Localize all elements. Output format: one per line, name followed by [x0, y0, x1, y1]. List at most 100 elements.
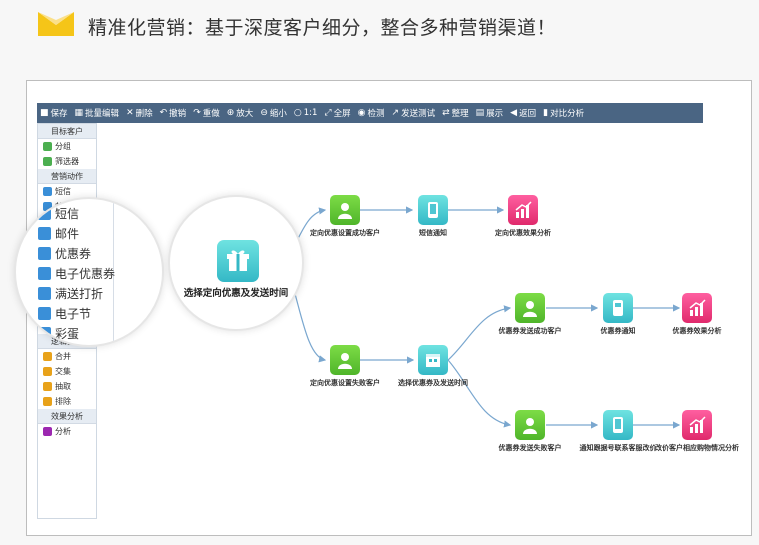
toolbar-button-4[interactable]: ↷重做 — [193, 107, 220, 119]
shuffle-icon: ⇄ — [442, 108, 450, 118]
flow-node-n2[interactable] — [418, 195, 448, 225]
toolbar-button-label: 批量编辑 — [85, 109, 120, 119]
send-icon: ↗ — [391, 108, 400, 118]
toolbar-button-9[interactable]: ◉检测 — [358, 107, 385, 119]
document-icon: ▤ — [475, 108, 485, 118]
flow-node-n9[interactable] — [515, 410, 545, 440]
redo-icon: ↷ — [193, 108, 201, 118]
toolbar-button-5[interactable]: ⊕放大 — [227, 107, 254, 119]
flow-node-n7[interactable] — [603, 293, 633, 323]
toolbar-button-label: 放大 — [236, 109, 254, 119]
toolbar-button-6[interactable]: ⊖缩小 — [260, 107, 287, 119]
magnifier-item[interactable]: 优惠券 — [38, 245, 91, 262]
connector-n5-n9 — [447, 359, 512, 428]
user-icon — [338, 203, 352, 219]
magnifier-item-label: 优惠券 — [55, 247, 92, 261]
sidebar-item[interactable]: 排除 — [38, 394, 96, 409]
sidebar-item-icon — [43, 187, 52, 196]
toolbar-button-10[interactable]: ↗发送测试 — [392, 107, 436, 119]
sidebar-item[interactable]: 合并 — [38, 349, 96, 364]
magnifier-sidebar: 短信邮件优惠券电子优惠券满送打折电子节彩蛋 — [14, 197, 164, 347]
flow-node-label: 定向优惠效果分析 — [495, 229, 551, 237]
toolbar-button-11[interactable]: ⇄整理 — [442, 107, 469, 119]
flow-node-n10[interactable] — [603, 410, 633, 440]
sidebar-item[interactable]: 分组 — [38, 139, 96, 154]
zoom-in-icon: ⊕ — [226, 108, 235, 118]
sidebar-item-label: 抽取 — [55, 382, 71, 391]
toolbar-button-2[interactable]: ✕删除 — [126, 107, 153, 119]
sidebar-section-title: 营销动作 — [38, 169, 96, 184]
sidebar-item-icon — [43, 202, 52, 211]
start-node-label: 选择定向优惠及发送时间 — [183, 288, 289, 299]
toolbar-button-label: 保存 — [50, 109, 68, 119]
user-icon — [338, 353, 352, 369]
magnifier-item[interactable]: 满送打折 — [38, 285, 103, 302]
flow-node-n3[interactable] — [508, 195, 538, 225]
flow-node-n4[interactable] — [330, 345, 360, 375]
sidebar-item-icon — [43, 427, 52, 436]
magnifier-item[interactable]: 电子优惠券 — [38, 265, 115, 282]
flow-node-n6[interactable] — [515, 293, 545, 323]
flow-node-n1[interactable] — [330, 195, 360, 225]
magnifier-item-icon — [38, 307, 51, 320]
flow-node-label: 优惠券发送成功客户 — [498, 327, 562, 335]
magnifier-item-icon — [38, 327, 51, 340]
magnifier-item-icon — [38, 267, 51, 280]
sidebar-item[interactable]: 分析 — [38, 424, 96, 439]
magnifier-item[interactable]: 电子节 — [38, 305, 91, 322]
magnifier-item[interactable]: 短信 — [38, 205, 79, 222]
page-title: 精准化营销：基于深度客户细分，整合多种营销渠道！ — [88, 17, 557, 39]
toolbar-button-1[interactable]: ▦批量编辑 — [75, 107, 120, 119]
toolbar-button-8[interactable]: ⤢全屏 — [324, 107, 350, 119]
toolbar-button-0[interactable]: ■保存 — [40, 107, 68, 119]
magnifier-item-icon — [38, 287, 51, 300]
toolbar-button-13[interactable]: ◀返回 — [510, 107, 536, 119]
user-icon — [523, 301, 537, 317]
flow-node-label: 优惠券效果分析 — [672, 327, 722, 335]
sidebar-item-label: 分析 — [55, 427, 71, 436]
connector-n5-n6 — [447, 305, 512, 361]
toolbar-button-14[interactable]: ▮对比分析 — [543, 107, 584, 119]
toolbar-button-label: 缩小 — [269, 109, 287, 119]
sidebar-item-label: 短信 — [55, 187, 71, 196]
flow-node-label: 选择优惠券及发送时间 — [398, 379, 468, 387]
sidebar-item[interactable]: 筛选器 — [38, 154, 96, 169]
sidebar-item[interactable]: 交集 — [38, 364, 96, 379]
magnifier-item-label: 满送打折 — [55, 287, 104, 301]
magnifier-item[interactable]: 彩蛋 — [38, 325, 79, 342]
magnifier-divider — [113, 199, 114, 345]
sidebar-item-label: 排除 — [55, 397, 71, 406]
flow-node-n11[interactable] — [682, 410, 712, 440]
magnifier-item-label: 邮件 — [55, 227, 80, 241]
chart-icon — [689, 299, 706, 316]
toolbar-button-label: 撤销 — [169, 109, 187, 119]
start-node[interactable] — [217, 240, 259, 282]
flow-node-label: 改价客户相应购物情况分析 — [655, 444, 739, 452]
flow-node-n5[interactable] — [418, 345, 448, 375]
toolbar-button-12[interactable]: ▤展示 — [476, 107, 504, 119]
fullscreen-icon: ⤢ — [324, 108, 332, 118]
flow-node-label: 优惠券通知 — [600, 327, 636, 335]
phone-icon — [428, 202, 438, 218]
flow-node-label: 定向优惠设置成功客户 — [310, 229, 380, 237]
toolbar-button-label: 整理 — [451, 109, 469, 119]
magnifier-start-node: 选择定向优惠及发送时间 — [168, 195, 304, 331]
check-icon: ◉ — [357, 108, 366, 118]
magnifier-item[interactable]: 邮件 — [38, 225, 79, 242]
sidebar-item[interactable]: 短信 — [38, 184, 96, 199]
close-icon: ✕ — [126, 108, 134, 118]
chevron-logo-icon — [38, 12, 74, 36]
magnifier-item-icon — [38, 207, 51, 220]
search-icon: ○ — [293, 108, 302, 118]
toolbar-button-label: 检测 — [367, 109, 385, 119]
magnifier-item-label: 彩蛋 — [55, 327, 80, 341]
toolbar-button-label: 对比分析 — [550, 109, 585, 119]
sidebar-item-icon — [43, 397, 52, 406]
toolbar-button-3[interactable]: ↶撤销 — [160, 107, 187, 119]
flow-node-n8[interactable] — [682, 293, 712, 323]
toolbar-button-label: 删除 — [135, 109, 153, 119]
bar-chart-icon: ▮ — [543, 108, 549, 118]
toolbar-button-7[interactable]: ○1:1 — [294, 108, 318, 118]
sidebar-item[interactable]: 抽取 — [38, 379, 96, 394]
magnifier-item-icon — [38, 227, 51, 240]
